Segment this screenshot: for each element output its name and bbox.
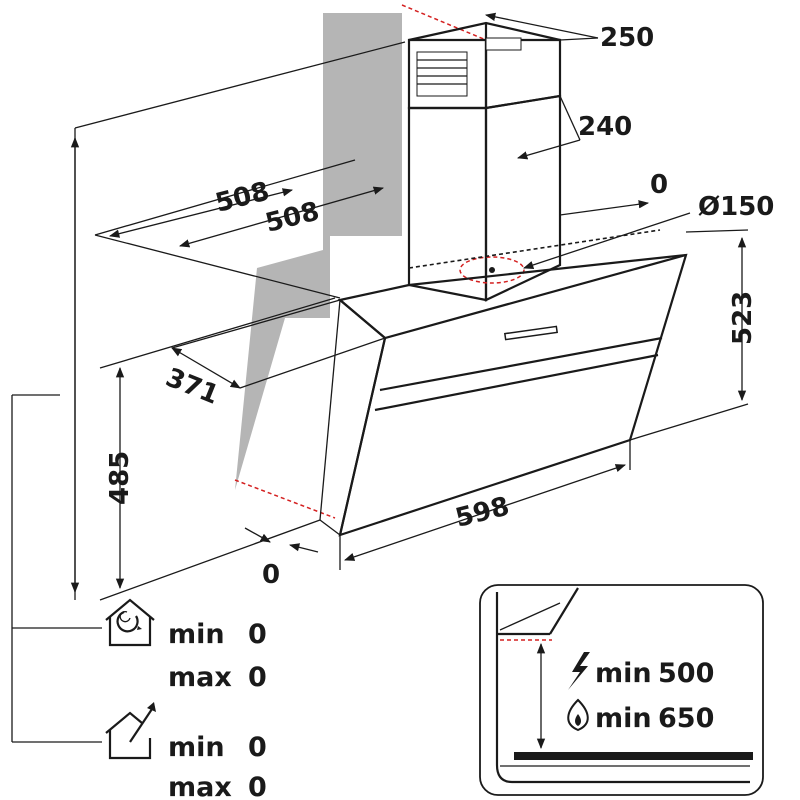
dim-598-label: 598 [452,492,512,534]
dim-371-label: 371 [161,363,223,411]
cooktop-surface [514,752,753,760]
duct-outlet-center [489,267,495,273]
chimney-upper-duct [407,21,562,110]
wall-panel [235,13,402,490]
lightning-icon [568,652,590,690]
recirculation-min-value: 0 [248,619,267,650]
extraction-max-value: 0 [248,772,267,800]
dim-240-label: 240 [578,112,632,142]
spec-group-bracket [11,394,102,743]
electric-min-label: min [595,658,652,689]
dim-0-top-label: 0 [650,170,668,200]
extraction-min-value: 0 [248,732,267,763]
wall-top-red-line [401,4,487,41]
dim-485-label: 485 [105,451,135,505]
recirculation-max-value: 0 [248,662,267,693]
wall-bottom-red-line [234,479,336,519]
dim-523-label: 523 [728,291,758,345]
extraction-house-icon [105,702,156,760]
dim-0-bottom-label: 0 [262,560,280,590]
hood-handle [503,325,559,341]
extraction-min-label: min [168,732,225,763]
recirculation-min-label: min [168,619,225,650]
electric-min-value: 500 [658,658,714,689]
dim-duct-diameter-label: Ø150 [698,192,774,222]
recirculation-max-label: max [168,662,232,693]
recirculation-house-icon [105,598,155,647]
extraction-max-label: max [168,772,232,800]
gas-min-value: 650 [658,703,714,734]
flame-icon [567,698,589,732]
duct-outlet-ellipse [459,256,525,284]
clearance-inset [479,584,764,796]
gas-min-label: min [595,703,652,734]
chimney-lower-duct [407,94,562,302]
dim-250-label: 250 [600,23,654,53]
chimney-vent-grille [416,51,468,97]
